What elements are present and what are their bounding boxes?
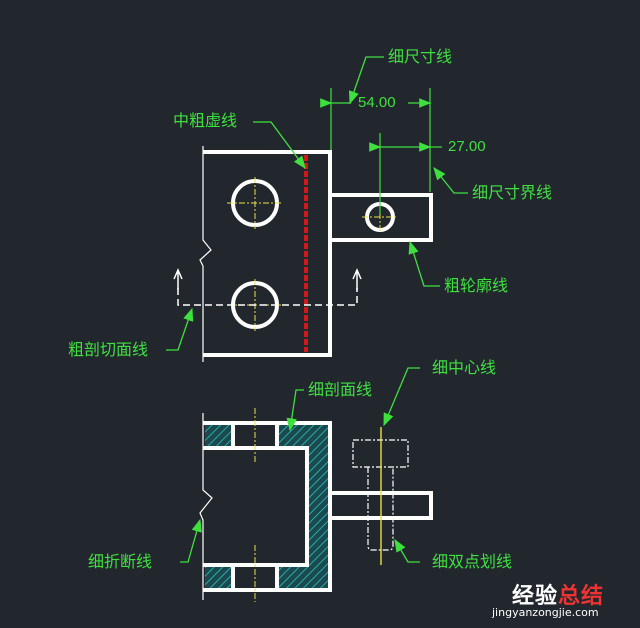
label-hatch-line: 细剖面线 xyxy=(308,380,373,399)
break-line-top xyxy=(199,146,212,362)
top-view xyxy=(173,146,433,362)
label-center-line: 细中心线 xyxy=(432,358,497,377)
label-thick-outline: 粗轮廓线 xyxy=(444,276,509,295)
label-medium-thick-dashed-line: 中粗虚线 xyxy=(173,111,238,130)
leaders xyxy=(166,56,468,563)
watermark-logo: 经验总结 xyxy=(512,584,605,609)
section-view xyxy=(199,408,433,602)
plate-outline xyxy=(203,150,332,357)
dimensions xyxy=(320,88,442,214)
cutting-plane-line xyxy=(177,288,358,306)
center-marks xyxy=(227,177,398,331)
break-line-bottom xyxy=(199,413,213,600)
label-break-line: 细折断线 xyxy=(88,552,153,571)
label-thin-extension-line: 细尺寸界线 xyxy=(472,183,553,202)
label-double-dot-line: 细双点划线 xyxy=(432,552,513,571)
dimension-27: 27.00 xyxy=(448,138,486,155)
label-cutting-plane-line: 粗剖切面线 xyxy=(68,340,149,359)
watermark-url: jingyanzongjie.com xyxy=(492,606,599,619)
label-thin-dimension-line: 细尺寸线 xyxy=(388,47,453,66)
dimension-54: 54.00 xyxy=(358,94,396,111)
